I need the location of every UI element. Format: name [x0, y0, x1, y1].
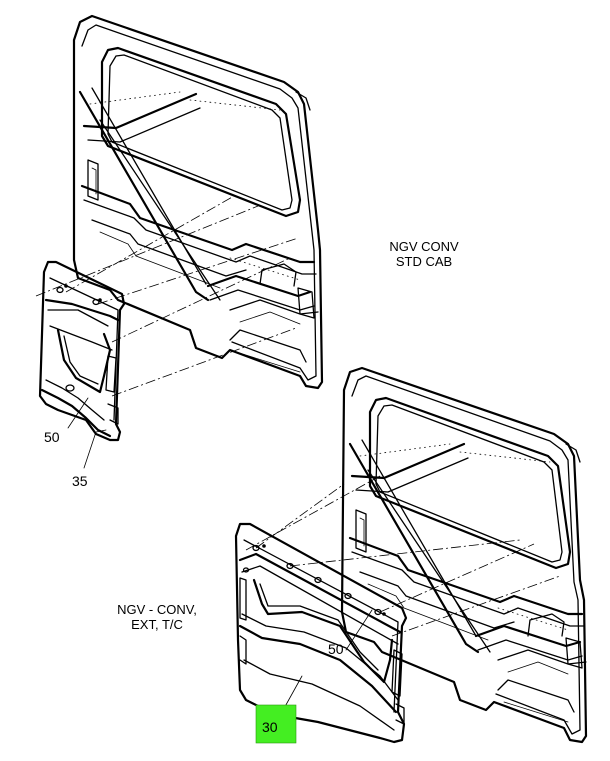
std-cab-back-panel — [72, 14, 324, 390]
callout-50-lower[interactable]: 50 — [328, 641, 344, 657]
trim-panel-35 — [38, 260, 126, 442]
callout-50-upper[interactable]: 50 — [44, 429, 60, 445]
std-cab-label-line1: NGV CONV — [389, 239, 459, 254]
alignment-lines-lower — [245, 475, 561, 637]
ext-cab-label-line2: EXT, T/C — [131, 617, 183, 632]
ext-cab-label-line1: NGV - CONV, — [117, 602, 197, 617]
ext-cab-back-panel — [340, 366, 588, 744]
callout-30-highlight[interactable] — [255, 704, 297, 744]
std-cab-label-line2: STD CAB — [396, 254, 452, 269]
callout-leaders — [67, 397, 373, 713]
callout-30[interactable]: 30 — [262, 719, 278, 735]
callout-35[interactable]: 35 — [72, 473, 88, 489]
alignment-lines-upper — [35, 195, 299, 397]
trim-panel-30 — [234, 522, 408, 744]
